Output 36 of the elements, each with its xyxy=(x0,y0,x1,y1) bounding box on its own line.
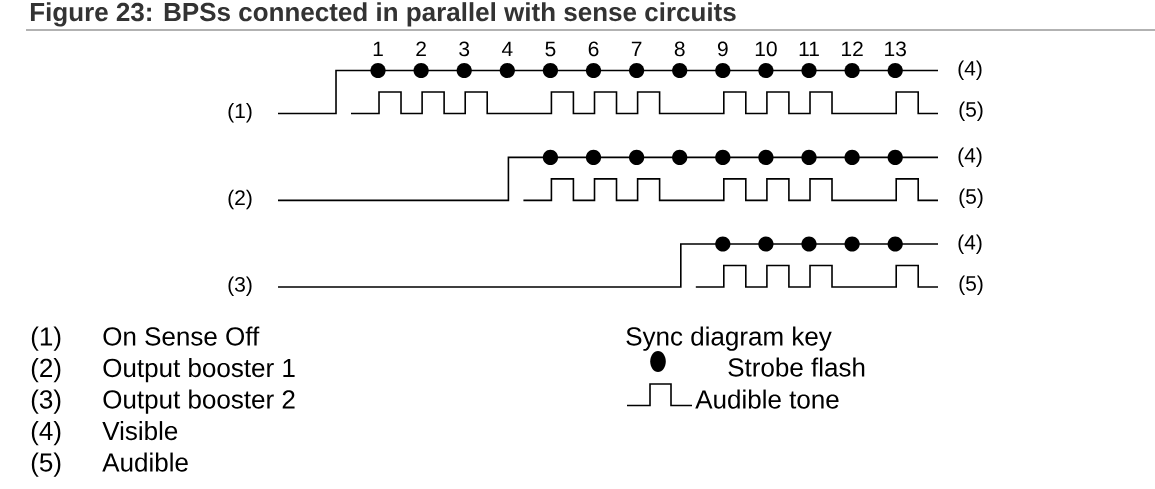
flash-number: 3 xyxy=(459,41,470,57)
flash-number: 12 xyxy=(842,41,863,57)
row-label: (1) xyxy=(228,102,252,123)
list-number: (4) xyxy=(31,421,61,446)
flash-number: 13 xyxy=(885,41,906,57)
trace-label: (4) xyxy=(958,147,982,167)
flash-number: 9 xyxy=(717,41,728,57)
trace-label: (4) xyxy=(958,234,982,254)
figure-title: Figure 23: BPSs connected in parallel with sense circuits xyxy=(30,2,736,27)
trace-label: (5) xyxy=(959,101,983,121)
list-number: (2) xyxy=(31,358,61,383)
trace-label: (5) xyxy=(959,275,983,295)
key-title: Sync diagram key xyxy=(626,326,832,351)
list-text: Visible xyxy=(102,421,178,441)
list-number: (5) xyxy=(31,452,61,477)
flash-number: 4 xyxy=(501,41,513,57)
legend-label: Audible tone xyxy=(695,389,839,409)
list-text: On Sense Off xyxy=(103,326,260,346)
legend-label: Strobe flash xyxy=(728,357,865,377)
flash-number: 2 xyxy=(416,41,426,57)
row-label: (2) xyxy=(228,189,252,210)
flash-number: 11 xyxy=(799,41,819,57)
trace-label: (5) xyxy=(959,188,983,208)
flash-number: 10 xyxy=(755,41,777,57)
list-number: (3) xyxy=(31,389,61,414)
row-label: (3) xyxy=(228,276,252,296)
flash-number: 7 xyxy=(631,41,642,57)
list-text: Output booster 2 xyxy=(103,389,295,414)
list-number: (1) xyxy=(31,326,61,351)
list-text: Audible xyxy=(102,452,188,472)
trace-label: (4) xyxy=(958,60,982,80)
flash-number: 1 xyxy=(373,41,383,57)
flash-number: 5 xyxy=(545,41,556,57)
flash-number: 8 xyxy=(674,41,685,57)
flash-number: 6 xyxy=(588,41,599,57)
list-text: Output booster 1 xyxy=(103,358,295,383)
